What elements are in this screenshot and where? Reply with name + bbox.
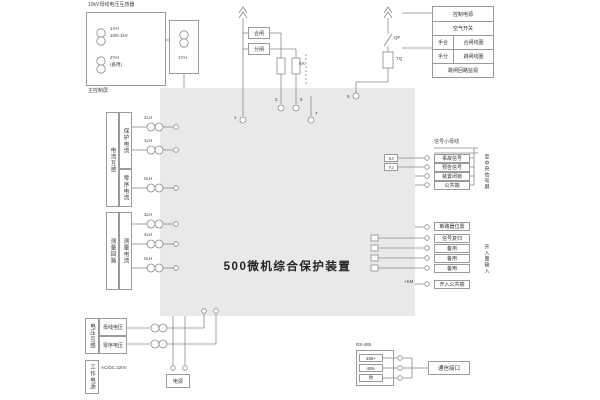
comm-port-title: RS-485 [356,342,372,347]
resistor-symbol [291,57,301,75]
comm-terminal-box [356,350,394,386]
kk-switch-label: KK [299,61,306,66]
legend-cell: 手分 [437,54,448,60]
binary-row-label: 备用 [434,263,470,273]
ct-label: 1LH [144,138,153,143]
protection-device-panel [160,88,415,316]
ct-label: 0LH [144,256,153,261]
terminal-number: 9 [347,94,350,99]
dc-source-arrow-icon [238,6,248,19]
open-coil-box: 分闸 [248,43,270,55]
legend-cell: 空气开关 [452,26,473,32]
legend-cell: 手合 [437,40,448,46]
legend-cell: 合闸线圈 [453,36,493,49]
pt-cabinet-caption: 10kV母线电压互感器 [88,2,135,8]
contact-symbol [370,234,379,242]
pt2-spec: (备用) [110,62,122,67]
aux-pt-label: 1YH [178,55,187,60]
pt2-label: 2YH [110,55,119,60]
legend-cell: 控制电源 [452,11,473,18]
binary-side-label: 开入量输入 [483,244,490,274]
ct-label: 0LH [144,176,153,181]
signal-row-label: 预告信号 [434,162,470,172]
comm-terminal-label: 地 [359,374,383,382]
pt-cabinet-box [86,12,166,86]
ct-label: 4LH [144,232,153,237]
dc-source-arrow-icon [383,6,393,19]
pt-group-cell: 母线电压 [99,318,127,336]
ct-group1-cell: 零序电流 [119,169,132,207]
terminal-number: 5 [300,97,303,102]
terminal-number: 7 [315,111,318,116]
signal-relay-box: YJ [384,163,398,171]
trip-coil-label: TQ [396,56,403,61]
ct-row-wires [132,126,173,269]
signal-bus-label: 信号小母线 [434,139,460,145]
pt-cabinet-footer: 主控制屏 [88,88,109,94]
binary-row-label: 信号复归 [434,233,470,243]
legend-cell: 跳闸线圈 [453,50,493,63]
ct-group2-outer: 测量回路 [106,212,119,290]
power-supply-box: 电源 [166,374,190,388]
signal-row-label: 公共端 [434,180,470,190]
comm-terminal-label: 485+ [359,354,383,362]
binary-row-label: 备用 [434,243,470,253]
comm-interface-box: 通信接口 [428,361,470,375]
comm-terminal-label: 485- [359,364,383,372]
contact-symbol [370,244,379,252]
terminal-number: 1 [234,115,237,120]
binary-common-label: 开入公共端 [434,279,470,289]
power-spec: AC/DC 220V [101,365,127,370]
ct-group1-cell: 保护电流 [119,112,132,169]
control-legend-table: 控制电源 空气开关 手合 合闸线圈 手分 跳闸线圈 跳闸回路监视 [432,6,494,78]
trip-coil-symbol [382,51,394,69]
ct-label: 3LH [144,212,153,217]
pt1-label: 1YH [110,26,119,31]
aux-pt-box [169,20,199,74]
signal-row-label: 装置闭锁 [434,171,470,181]
pt-group-cell: 零序电压 [99,336,127,354]
qf-contact-label: QF [394,35,401,40]
device-title: 500微机综合保护装置 [223,261,352,273]
ct-symbols [146,122,179,273]
binary-row-label: 备用 [434,253,470,263]
terminal-number: 3 [275,97,278,102]
ct-group1-outer: 电流互感 [106,112,119,207]
breaker-contact-symbol [383,33,393,47]
pt-symbols [96,28,219,349]
ct-group2-cell: 测量电流 [119,212,132,290]
ct-label: 2LH [144,115,153,120]
binary-header-label: 断路器位置 [434,222,470,231]
pt1-spec: 10/0.1kV [110,33,128,38]
pt-group-outer: 电压互感 [85,318,99,354]
working-power-box: 工作电源 [85,360,99,394]
resistor-symbol [276,57,286,75]
binary-plus-label: +KM [404,279,414,284]
signal-destination-label: 至中央信号屏 [483,154,490,190]
close-coil-box: 合闸 [248,27,270,39]
legend-cell: 跳闸回路监视 [447,68,478,74]
signal-row-label: 事故信号 [434,153,470,163]
signal-relay-box: XJ [384,154,398,162]
